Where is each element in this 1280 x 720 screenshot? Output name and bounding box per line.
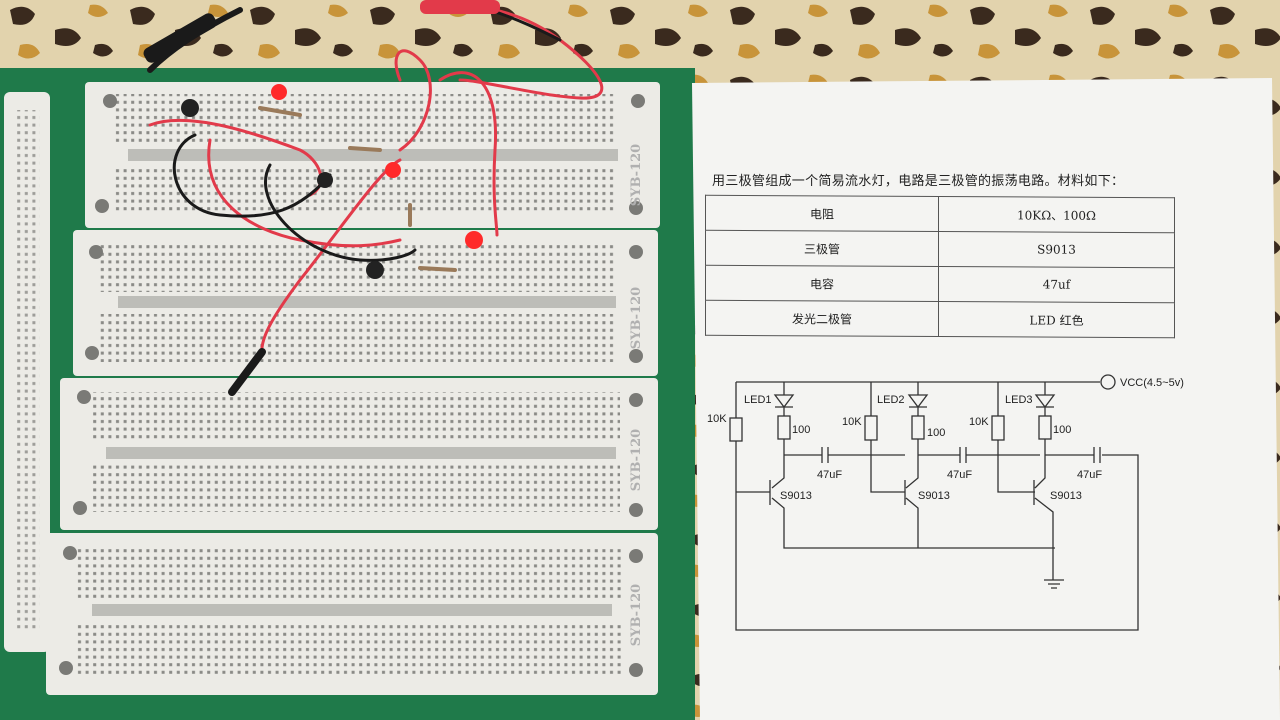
c1-label: 47uF bbox=[817, 469, 842, 481]
paper-sheet bbox=[692, 78, 1280, 720]
led bbox=[271, 84, 287, 100]
r3-label: 10K bbox=[842, 416, 862, 428]
r5-label: 10K bbox=[969, 416, 989, 428]
red-wire bbox=[438, 71, 499, 237]
svg-text:SYB-120: SYB-120 bbox=[629, 429, 644, 491]
material-name: 发光二极管 bbox=[705, 300, 939, 337]
alligator-clip bbox=[143, 13, 217, 63]
led1-label: LED1 bbox=[744, 394, 772, 406]
capacitor bbox=[366, 261, 384, 279]
materials-table: 电阻 10KΩ、100Ω 三极管 S9013 电容 47uf 发光二极管 LED… bbox=[705, 195, 1175, 338]
circuit-wiring bbox=[147, 4, 604, 396]
led3-label: LED3 bbox=[1005, 394, 1033, 406]
material-name: 三极管 bbox=[705, 230, 939, 267]
material-name: 电阻 bbox=[705, 195, 939, 232]
led2-label: LED2 bbox=[877, 394, 905, 406]
table-row: 三极管 S9013 bbox=[705, 230, 1175, 268]
q3-label: S9013 bbox=[1050, 490, 1082, 502]
material-value: LED 红色 bbox=[938, 301, 1175, 338]
c2-label: 47uF bbox=[947, 469, 972, 481]
material-value: 47uf bbox=[938, 266, 1175, 303]
svg-text:SYB-120: SYB-120 bbox=[629, 144, 644, 206]
material-name: 电容 bbox=[705, 265, 939, 302]
table-row: 电容 47uf bbox=[705, 265, 1175, 303]
led bbox=[465, 231, 483, 249]
q1-label: S9013 bbox=[780, 490, 812, 502]
r1-label: 10K bbox=[707, 413, 727, 425]
black-wire bbox=[228, 348, 266, 396]
led bbox=[385, 162, 401, 178]
table-row: 发光二极管 LED 红色 bbox=[705, 300, 1175, 338]
capacitor bbox=[181, 99, 199, 117]
q2-label: S9013 bbox=[918, 490, 950, 502]
material-value: 10KΩ、100Ω bbox=[938, 196, 1175, 233]
components bbox=[143, 0, 500, 279]
c3-label: 47uF bbox=[1077, 469, 1102, 481]
black-wire bbox=[488, 8, 562, 42]
board-labels: SYB-120 SYB-120 SYB-120 SYB-120 bbox=[629, 144, 644, 646]
schematic-labels: VCC(4.5~5v) LED1 LED2 LED3 10K 10K 10K 1… bbox=[707, 377, 1184, 502]
svg-text:SYB-120: SYB-120 bbox=[629, 287, 644, 349]
table-row: 电阻 10KΩ、100Ω bbox=[705, 195, 1175, 233]
r6-label: 100 bbox=[1053, 424, 1071, 436]
r4-label: 100 bbox=[927, 427, 945, 439]
red-wire bbox=[394, 49, 432, 152]
vcc-terminal bbox=[1100, 374, 1116, 390]
black-wire bbox=[264, 163, 417, 262]
black-wire bbox=[172, 133, 332, 218]
vcc-label: VCC(4.5~5v) bbox=[1120, 377, 1184, 389]
alligator-clip bbox=[420, 0, 500, 14]
paper-heading: 用三极管组成一个简易流水灯，电路是三极管的振荡电路。材料如下： bbox=[712, 174, 1125, 189]
material-value: S9013 bbox=[938, 231, 1175, 268]
breadboard: SYB-120 SYB-120 SYB-120 SYB-120 bbox=[46, 82, 660, 695]
schematic bbox=[729, 374, 1139, 631]
svg-text:SYB-120: SYB-120 bbox=[629, 584, 644, 646]
capacitor bbox=[317, 172, 333, 188]
red-wire bbox=[260, 158, 402, 357]
red-wire bbox=[207, 138, 402, 248]
r2-label: 100 bbox=[792, 424, 810, 436]
